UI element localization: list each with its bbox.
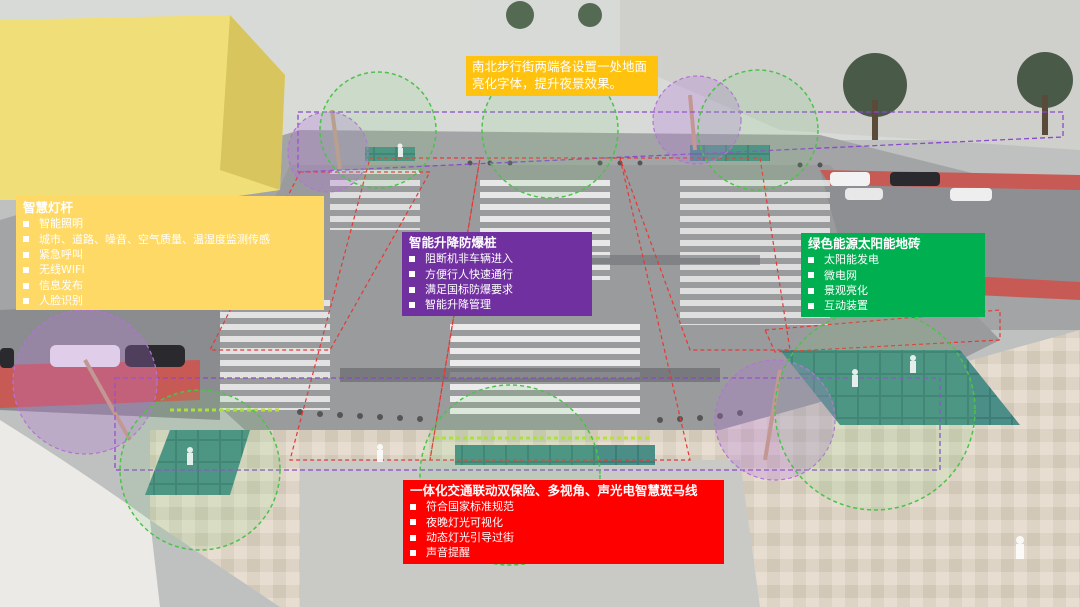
list-item: 太阳能发电 (808, 252, 978, 267)
car (950, 188, 992, 201)
list-item: 夜晚灯光可视化 (410, 515, 717, 530)
car (0, 348, 14, 368)
tree (506, 1, 534, 29)
list-item: 动态灯光引导过街 (410, 530, 717, 545)
yellow-building-shade (220, 15, 285, 190)
list-item: 满足国标防爆要求 (409, 282, 585, 297)
bullet-icon (23, 297, 29, 304)
callout-smart-zebra-crossing-list: 符合国家标准规范 夜晚灯光可视化 动态灯光引导过街 声音提醒 (410, 499, 717, 561)
zebra-crossing-far (330, 170, 420, 230)
bullet-icon (23, 220, 29, 227)
car (50, 345, 120, 367)
bullet-icon (808, 272, 814, 279)
solar-tiles-top (690, 145, 770, 161)
car (830, 172, 870, 186)
callout-smart-zebra-crossing-title: 一体化交通联动双保险、多视角、声光电智慧斑马线 (410, 483, 698, 498)
callout-smart-lamp-pole: 智慧灯杆 智能照明 城市、道路、噪音、空气质量、温湿度监测传感 紧急呼叫 无线W… (16, 196, 324, 310)
zebra-crossing-south (450, 320, 640, 415)
bullet-icon (23, 282, 29, 289)
callout-ground-lighting-text: 南北步行街两端各设置一处地面亮化字体，提升夜景效果。 (466, 56, 658, 96)
callout-solar-tiles-title: 绿色能源太阳能地砖 (808, 236, 921, 251)
far-building-left (280, 0, 470, 120)
bullet-icon (409, 286, 415, 293)
list-item: 无线WIFI (23, 262, 317, 277)
lane-strip (340, 368, 720, 382)
zebra-crossing-west (220, 300, 330, 410)
list-item: 方便行人快速通行 (409, 267, 585, 282)
tree-trunk (1042, 95, 1048, 135)
bullet-icon (808, 256, 814, 263)
bullet-icon (23, 251, 29, 258)
purple-zone-outline-bottom (114, 377, 941, 471)
solar-tiles-right (780, 350, 1020, 425)
pedestrian-figures (187, 143, 1024, 559)
list-item: 城市、道路、噪音、空气质量、温湿度监测传感 (23, 232, 317, 247)
list-item: 景观亮化 (808, 283, 978, 298)
bullet-icon (409, 271, 415, 278)
bullet-icon (410, 534, 416, 541)
bike-lane-right (820, 170, 1080, 190)
callout-smart-lamp-pole-title: 智慧灯杆 (23, 200, 74, 215)
bullet-icon (410, 503, 416, 510)
tree (1017, 52, 1073, 108)
bullet-icon (23, 236, 29, 243)
yellow-building (0, 15, 285, 200)
list-item: 微电网 (808, 268, 978, 283)
bullet-icon (23, 267, 29, 274)
callout-smart-bollard-list: 阻断机非车辆进入 方便行人快速通行 满足国标防爆要求 智能升降管理 (409, 251, 585, 313)
car (125, 345, 185, 367)
car (845, 188, 883, 200)
list-item: 符合国家标准规范 (410, 499, 717, 514)
list-item: 智能升降管理 (409, 297, 585, 312)
list-item: 阻断机非车辆进入 (409, 251, 585, 266)
tree (843, 53, 907, 117)
callout-smart-lamp-pole-list: 智能照明 城市、道路、噪音、空气质量、温湿度监测传感 紧急呼叫 无线WIFI 信… (23, 216, 317, 308)
list-item: 人脸识别 (23, 293, 317, 308)
green-zone-circles (119, 61, 976, 566)
tree-trunk (872, 100, 878, 140)
callout-smart-bollard: 智能升降防爆桩 阻断机非车辆进入 方便行人快速通行 满足国标防爆要求 智能升降管… (402, 232, 592, 316)
callout-solar-tiles-list: 太阳能发电 微电网 景观亮化 互动装置 (808, 252, 978, 314)
callout-solar-tiles: 绿色能源太阳能地砖 太阳能发电 微电网 景观亮化 互动装置 (801, 233, 985, 317)
solar-tiles-left (145, 430, 250, 495)
callout-ground-lighting-text-body: 南北步行街两端各设置一处地面亮化字体，提升夜景效果。 (472, 59, 648, 91)
bullet-icon (808, 287, 814, 294)
bullet-icon (410, 519, 416, 526)
bullet-icon (410, 550, 416, 557)
tree (578, 3, 602, 27)
list-item: 互动装置 (808, 298, 978, 313)
car (890, 172, 940, 186)
callout-smart-bollard-title: 智能升降防爆桩 (409, 235, 497, 250)
bullet-icon (409, 302, 415, 309)
callout-smart-zebra-crossing: 一体化交通联动双保险、多视角、声光电智慧斑马线 符合国家标准规范 夜晚灯光可视化… (403, 480, 724, 564)
white-canopy (0, 420, 160, 607)
bullet-icon (409, 255, 415, 262)
bullet-icon (808, 303, 814, 310)
list-item: 信息发布 (23, 278, 317, 293)
list-item: 紧急呼叫 (23, 247, 317, 262)
list-item: 声音提醒 (410, 545, 717, 560)
purple-zone-circles (12, 75, 836, 481)
list-item: 智能照明 (23, 216, 317, 231)
bollard-row (297, 160, 823, 423)
